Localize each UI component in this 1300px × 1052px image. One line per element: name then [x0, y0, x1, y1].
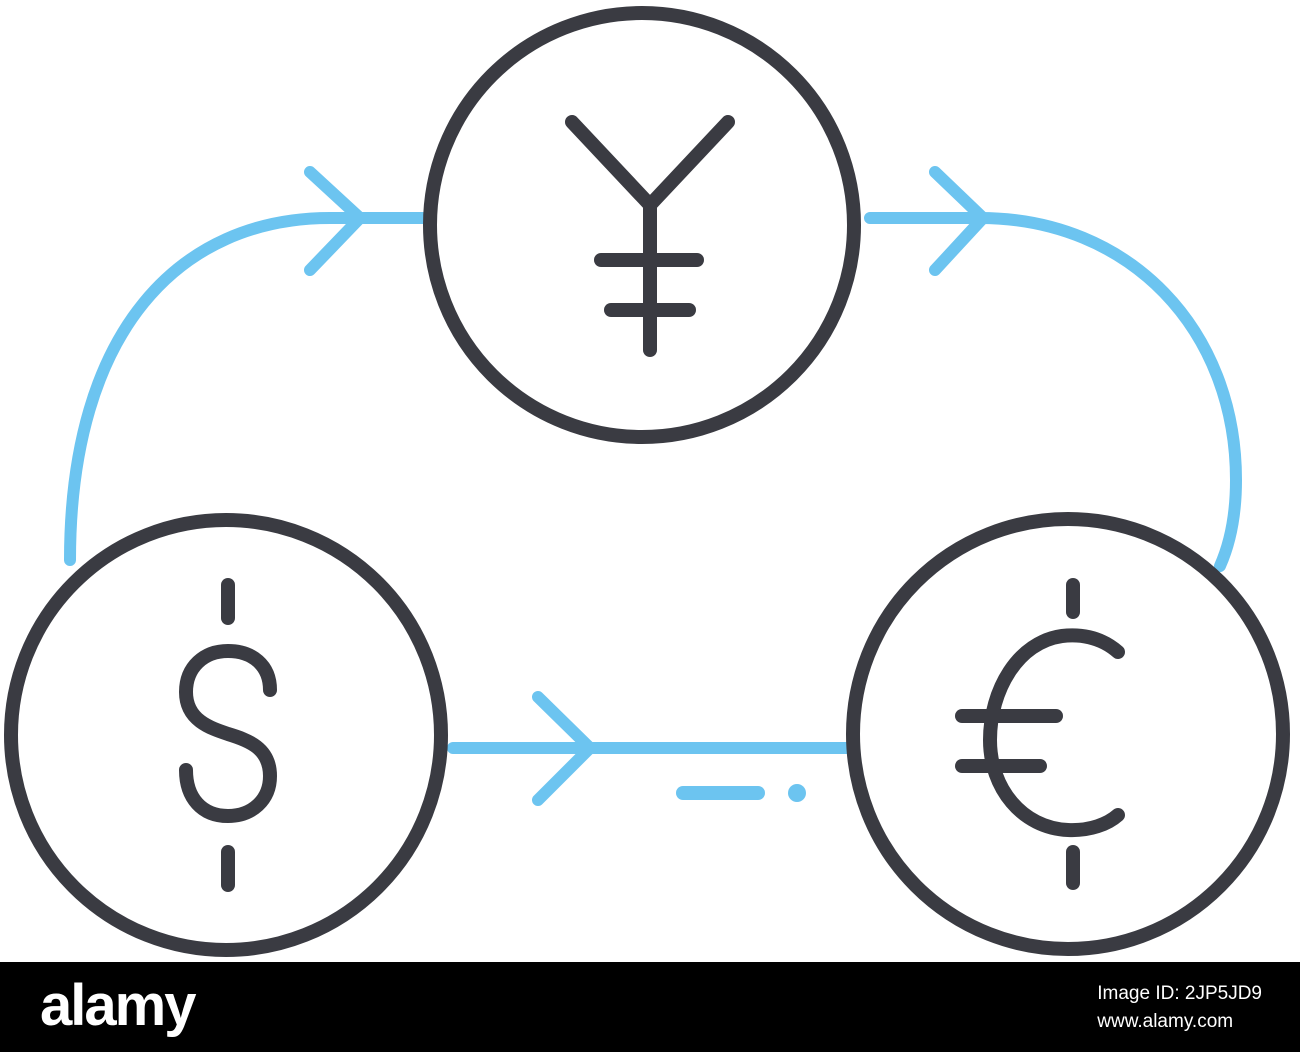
dot-decoration	[788, 784, 806, 802]
footer-meta: Image ID: 2JP5JD9 www.alamy.com	[1097, 980, 1262, 1036]
arrow-head-icon	[532, 691, 596, 806]
currency-exchange-illustration	[4, 6, 1290, 957]
arrow-head-icon	[304, 166, 366, 276]
flow-dollar-to-yen	[64, 166, 431, 566]
dollar-coin	[4, 513, 448, 957]
image-id-label: Image ID: 2JP5JD9	[1097, 983, 1262, 1004]
dollar-icon	[179, 578, 277, 892]
alamy-logo: alamy	[40, 973, 196, 1038]
site-url: www.alamy.com	[1097, 1011, 1234, 1032]
flow-dollar-to-euro	[447, 691, 854, 806]
euro-coin	[846, 512, 1290, 956]
watermark-footer: alamy Image ID: 2JP5JD9 www.alamy.com	[0, 962, 1300, 1052]
euro-icon	[955, 578, 1125, 890]
yen-icon	[565, 115, 735, 357]
arrow-head-icon	[929, 166, 989, 276]
flow-yen-to-euro	[864, 166, 1242, 572]
yen-coin	[423, 6, 861, 444]
